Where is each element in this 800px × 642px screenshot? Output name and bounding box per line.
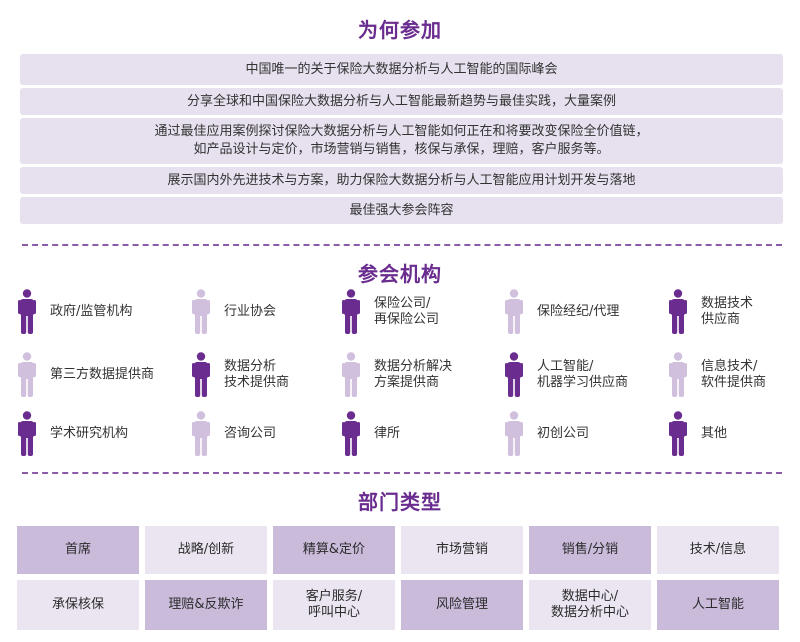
department-box: 战略/创新 bbox=[145, 526, 267, 574]
department-box: 技术/信息 bbox=[657, 526, 779, 574]
department-types-title: 部门类型 bbox=[358, 490, 442, 514]
organization-label: 咨询公司 bbox=[224, 426, 277, 441]
department-box: 理赔&反欺诈 bbox=[145, 580, 267, 630]
organization-item: 政府/监管机构 bbox=[18, 288, 132, 336]
organization-label: 初创公司 bbox=[537, 426, 590, 441]
organization-item: 学术研究机构 bbox=[18, 410, 128, 458]
person-icon bbox=[18, 411, 36, 456]
organization-label: 数据分析 技术提供商 bbox=[224, 359, 290, 390]
person-icon bbox=[669, 289, 687, 334]
person-icon bbox=[505, 352, 523, 397]
person-icon bbox=[192, 352, 210, 397]
organization-item: 数据分析 技术提供商 bbox=[192, 351, 289, 399]
department-box: 承保核保 bbox=[17, 580, 139, 630]
person-icon bbox=[342, 352, 360, 397]
person-icon bbox=[669, 352, 687, 397]
why-item-1: 中国唯一的关于保险大数据分析与人工智能的国际峰会 bbox=[20, 54, 783, 85]
organization-label: 数据技术 供应商 bbox=[701, 296, 754, 327]
person-icon bbox=[18, 352, 36, 397]
person-icon bbox=[505, 289, 523, 334]
organization-label: 政府/监管机构 bbox=[50, 304, 133, 319]
organization-item: 律所 bbox=[342, 410, 400, 458]
organization-item: 数据技术 供应商 bbox=[669, 288, 753, 336]
organization-label: 保险公司/ 再保险公司 bbox=[374, 296, 440, 327]
person-icon bbox=[669, 411, 687, 456]
organization-item: 数据分析解决 方案提供商 bbox=[342, 351, 452, 399]
organization-label: 信息技术/ 软件提供商 bbox=[701, 359, 767, 390]
department-box: 人工智能 bbox=[657, 580, 779, 630]
organization-label: 数据分析解决 方案提供商 bbox=[374, 359, 453, 390]
person-icon bbox=[342, 289, 360, 334]
organization-label: 人工智能/ 机器学习供应商 bbox=[537, 359, 629, 390]
department-box: 精算&定价 bbox=[273, 526, 395, 574]
why-item-3: 通过最佳应用案例探讨保险大数据分析与人工智能如何正在和将要改变保险全价值链， 如… bbox=[20, 118, 783, 164]
organization-label: 律所 bbox=[374, 426, 401, 441]
department-box: 客户服务/ 呼叫中心 bbox=[273, 580, 395, 630]
organization-item: 信息技术/ 软件提供商 bbox=[669, 351, 766, 399]
why-item-2: 分享全球和中国保险大数据分析与人工智能最新趋势与最佳实践，大量案例 bbox=[20, 88, 783, 115]
person-icon bbox=[342, 411, 360, 456]
department-box: 风险管理 bbox=[401, 580, 523, 630]
person-icon bbox=[505, 411, 523, 456]
organization-item: 第三方数据提供商 bbox=[18, 351, 154, 399]
why-attend-title: 为何参加 bbox=[358, 18, 442, 42]
department-box: 数据中心/ 数据分析中心 bbox=[529, 580, 651, 630]
organization-label: 行业协会 bbox=[224, 304, 277, 319]
department-box: 销售/分销 bbox=[529, 526, 651, 574]
organization-label: 第三方数据提供商 bbox=[50, 367, 155, 382]
organization-item: 初创公司 bbox=[505, 410, 589, 458]
organization-item: 行业协会 bbox=[192, 288, 276, 336]
department-box: 市场营销 bbox=[401, 526, 523, 574]
organization-item: 咨询公司 bbox=[192, 410, 276, 458]
section-divider bbox=[22, 472, 782, 474]
person-icon bbox=[18, 289, 36, 334]
person-icon bbox=[192, 289, 210, 334]
organization-item: 人工智能/ 机器学习供应商 bbox=[505, 351, 628, 399]
organization-label: 学术研究机构 bbox=[50, 426, 129, 441]
organization-label: 保险经纪/代理 bbox=[537, 304, 620, 319]
why-item-5: 最佳强大参会阵容 bbox=[20, 197, 783, 224]
section-divider bbox=[22, 244, 782, 246]
organizations-title: 参会机构 bbox=[358, 262, 442, 286]
organization-item: 保险经纪/代理 bbox=[505, 288, 619, 336]
organization-item: 保险公司/ 再保险公司 bbox=[342, 288, 439, 336]
why-item-4: 展示国内外先进技术与方案，助力保险大数据分析与人工智能应用计划开发与落地 bbox=[20, 167, 783, 194]
department-box: 首席 bbox=[17, 526, 139, 574]
organization-item: 其他 bbox=[669, 410, 727, 458]
person-icon bbox=[192, 411, 210, 456]
organization-label: 其他 bbox=[701, 426, 728, 441]
